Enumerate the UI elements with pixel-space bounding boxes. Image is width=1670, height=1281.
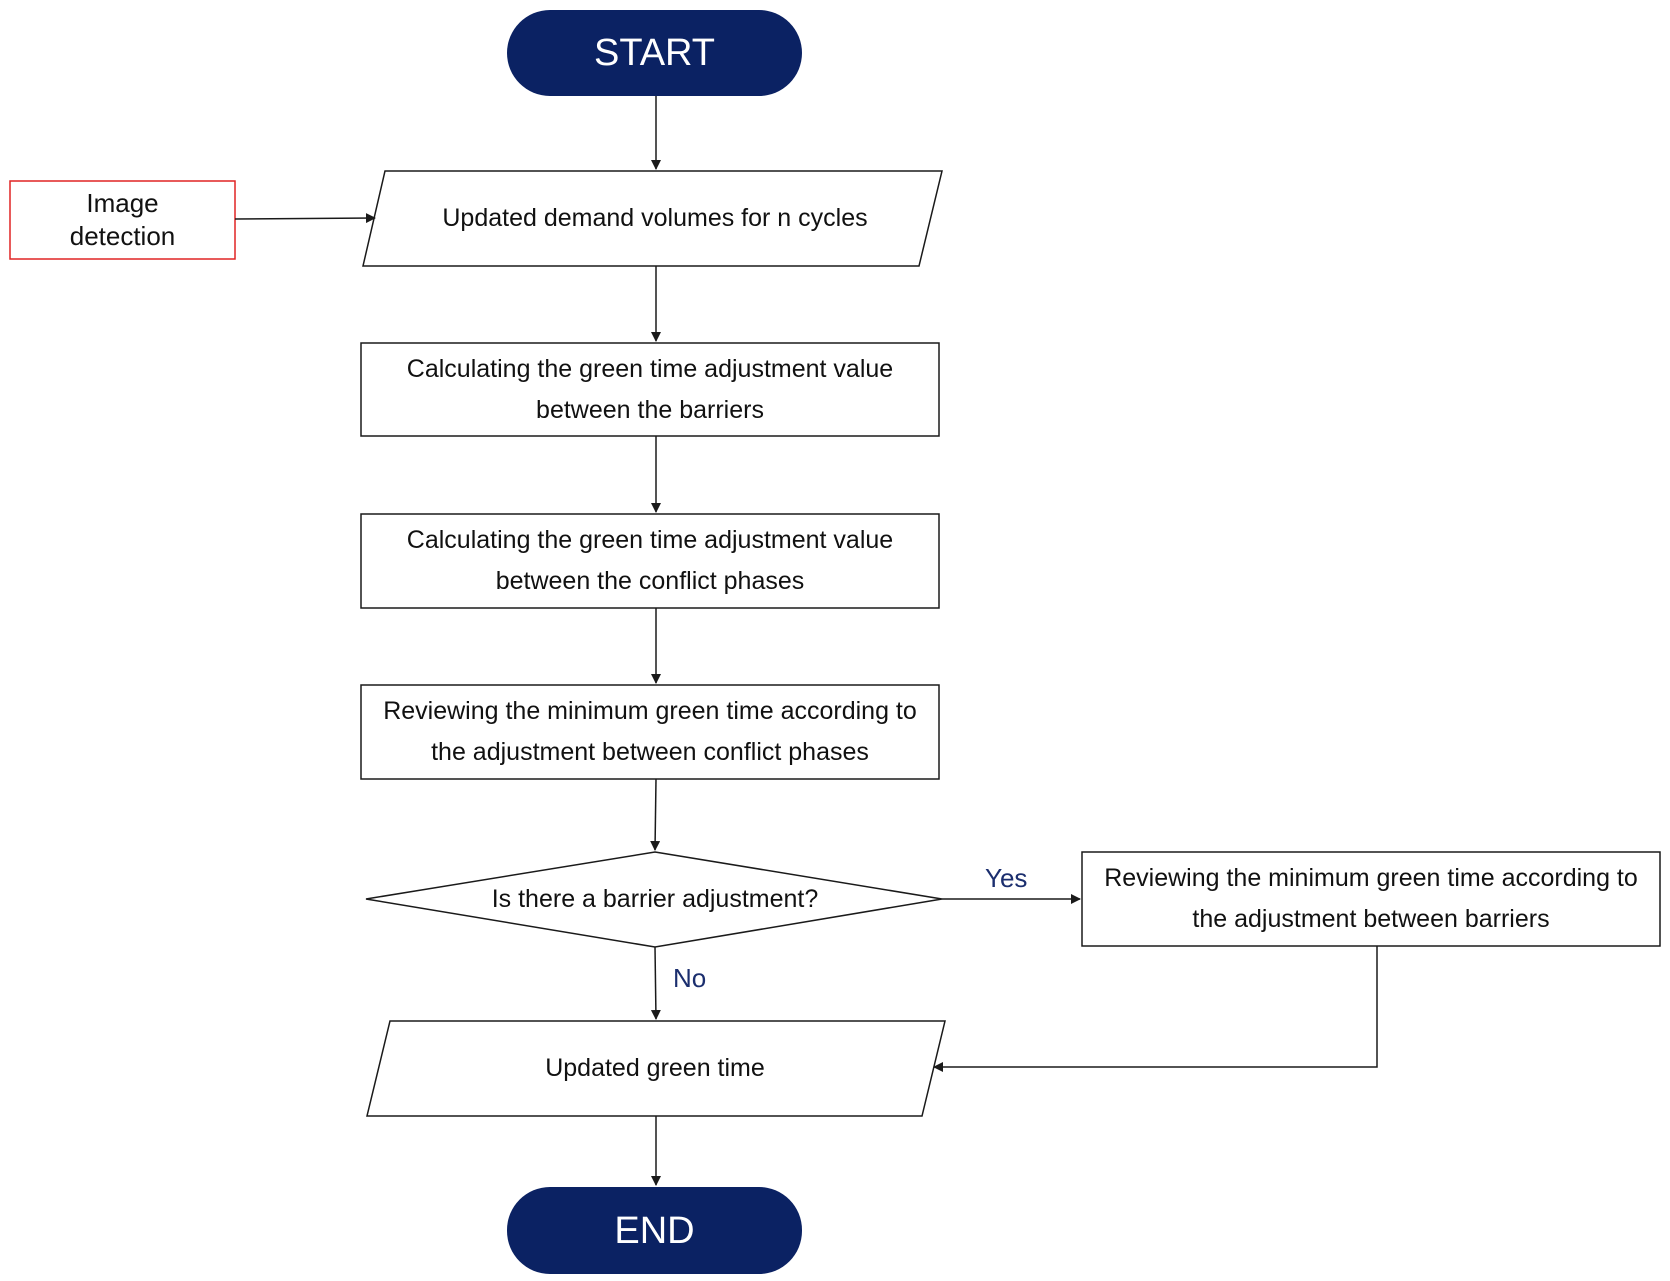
end-terminal-shape (507, 1187, 802, 1274)
decision-label: Is there a barrier adjustment? (491, 884, 819, 913)
arrow-decision-no-to-updated-green (650, 946, 661, 1020)
review-barriers-label: Reviewing the minimum green time accordi… (1104, 864, 1638, 933)
demand-volumes-label: Updated demand volumes for n cycles (442, 204, 868, 232)
calc-conflict-label: Calculating the green time adjustment va… (406, 526, 894, 595)
arrow-review-barriers-to-updated-green (933, 946, 1378, 1072)
demand-volumes-parallelogram (362, 170, 943, 267)
start-label: START (593, 32, 716, 74)
calc-barriers-label: Calculating the green time adjustment va… (406, 354, 894, 424)
updated-green-parallelogram (366, 1020, 946, 1117)
arrow-image-detection-to-demand (234, 213, 376, 224)
review-conflict-process-box (360, 684, 940, 780)
review-barriers-process-box (1081, 851, 1661, 947)
arrow-review-conflict-to-decision (650, 778, 661, 851)
updated-green-label: Updated green time (545, 1054, 765, 1082)
no-branch-label: No (673, 963, 707, 993)
yes-branch-label: Yes (985, 863, 1028, 893)
start-terminal-shape (507, 10, 802, 96)
calc-conflict-process-box (360, 513, 940, 609)
image-detection-label: Image detection (69, 188, 176, 251)
review-conflict-label: Reviewing the minimum green time accordi… (383, 697, 917, 766)
end-label: END (614, 1209, 695, 1252)
image-detection-box (9, 180, 236, 260)
calc-barriers-process-box (360, 342, 940, 437)
